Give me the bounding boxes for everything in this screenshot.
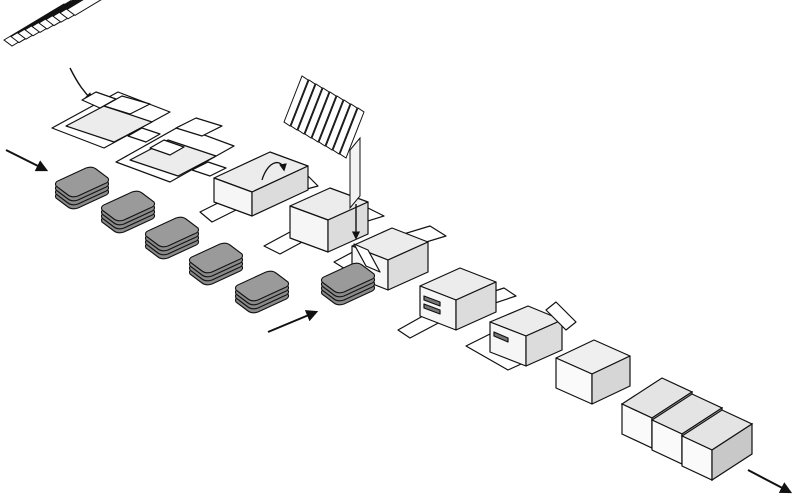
leaflet-sheet [311, 91, 337, 143]
leaflet-sheet [332, 103, 358, 155]
product-stack [54, 166, 110, 210]
leaflet-sheet [304, 87, 330, 139]
product-stacks-loading [320, 262, 376, 306]
leaflet-magazine [283, 75, 365, 210]
flat-carton-blank-1 [51, 91, 171, 149]
finished-carton [680, 409, 754, 482]
leaflet-sheet [297, 83, 323, 135]
leaflet-sheet [349, 136, 361, 210]
flat-carton-blank-2 [115, 117, 235, 183]
carton-blank-magazine [3, 0, 102, 47]
sealed-carton [555, 339, 631, 405]
leaflet-sheet [318, 95, 344, 147]
leaflet-sheet [325, 99, 351, 151]
product-layer [188, 242, 244, 274]
product-stack [100, 190, 156, 234]
carton-blank-sheet [66, 0, 102, 17]
product-layer [234, 270, 290, 302]
product-layer [320, 262, 376, 294]
product-layer [144, 216, 200, 248]
product-stack [320, 262, 376, 306]
fold-arrow-icon [261, 161, 287, 181]
carton-erected-step [263, 187, 385, 255]
leaflet-sheet [283, 75, 309, 127]
product-layer [54, 166, 110, 198]
leaflet-sheet [339, 107, 365, 159]
product-stack [144, 216, 200, 260]
carton-erecting-step [199, 151, 319, 223]
finished-cartons [620, 377, 754, 482]
leaflet-sheet [290, 79, 316, 131]
feed-arrow-icon [69, 67, 94, 102]
product-loaded-carton [397, 267, 517, 339]
discharge-arrow-icon [747, 469, 793, 494]
product-stack [188, 242, 244, 286]
product-push-arrow-icon [267, 310, 319, 333]
product-stack [234, 270, 290, 314]
product-stacks-infeed [54, 166, 290, 314]
product-infeed-arrow-icon [5, 149, 49, 172]
flap-closing-step [465, 301, 577, 371]
product-layer [100, 190, 156, 222]
